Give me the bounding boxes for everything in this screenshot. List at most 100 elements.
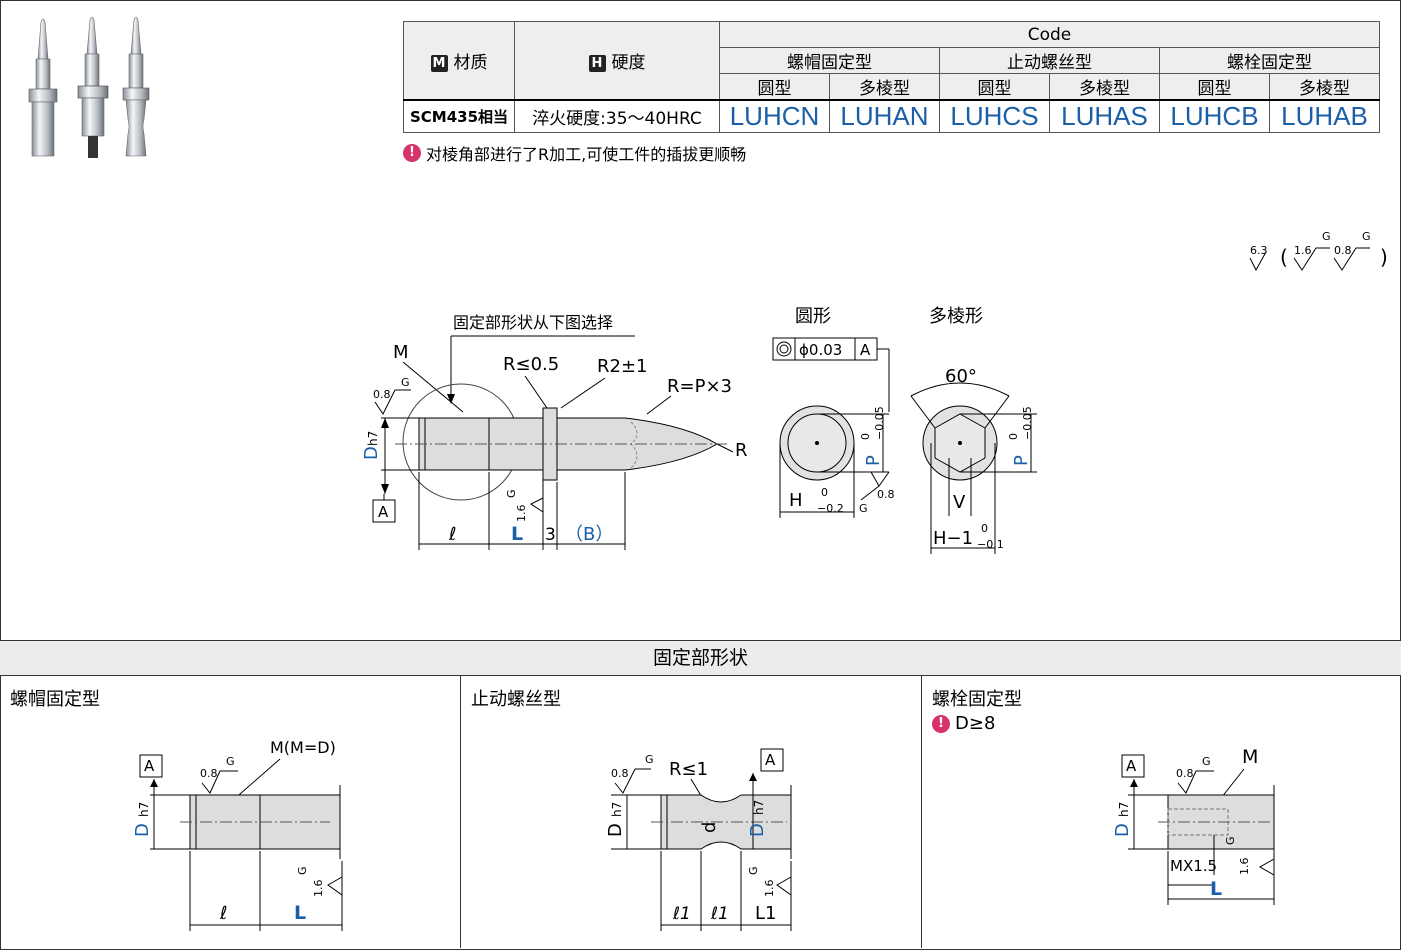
- code-link[interactable]: LUHCS: [939, 99, 1050, 133]
- svg-text:多棱形: 多棱形: [929, 306, 983, 327]
- svg-text:A: A: [860, 341, 871, 359]
- svg-text:0.8: 0.8: [611, 767, 629, 780]
- svg-text:0: 0: [859, 433, 872, 440]
- svg-text:V: V: [953, 492, 966, 513]
- warning-icon: !: [403, 144, 421, 162]
- hardness-value: 淬火硬度:35～40HRC: [514, 99, 720, 133]
- subtype-cell: 多棱型: [1269, 73, 1380, 101]
- code-link[interactable]: LUHAN: [829, 99, 940, 133]
- svg-text:0: 0: [1007, 433, 1020, 440]
- svg-text:H−1: H−1: [933, 528, 973, 549]
- svg-text:h7: h7: [610, 802, 624, 817]
- material-badge: M: [430, 54, 448, 72]
- svg-text:ϕ0.03: ϕ0.03: [799, 341, 842, 359]
- svg-text:A: A: [1126, 757, 1137, 775]
- bolt-type-drawing: A M 0.8 G D h7 MX1.5 L G 1.6: [1112, 746, 1275, 905]
- svg-text:D: D: [1112, 823, 1133, 837]
- svg-text:G: G: [296, 866, 309, 875]
- svg-text:0.8: 0.8: [200, 767, 218, 780]
- svg-text:1.6: 1.6: [515, 505, 528, 523]
- svg-text:(: (: [1280, 245, 1288, 269]
- pin-photo-3: [122, 16, 150, 157]
- warning-icon: !: [932, 714, 950, 733]
- svg-text:G: G: [1362, 230, 1371, 243]
- svg-text:L: L: [511, 523, 523, 545]
- svg-text:−0.2: −0.2: [817, 502, 844, 515]
- subtype-cell: 圆型: [719, 73, 830, 101]
- svg-text:0.8: 0.8: [1334, 244, 1352, 257]
- svg-text:G: G: [1202, 755, 1211, 768]
- subtype-cell: 圆型: [1159, 73, 1270, 101]
- panel-nut-type: 螺帽固定型 A M(M=D) 0.8 G D h7 ℓ L G 1.6: [0, 675, 461, 948]
- svg-text:h7: h7: [752, 800, 766, 815]
- svg-text:P: P: [863, 455, 884, 466]
- svg-text:1.6: 1.6: [1238, 858, 1251, 876]
- bolt-note: ! D≥8: [932, 713, 995, 734]
- code-link[interactable]: LUHCB: [1159, 99, 1270, 133]
- svg-text:1.6: 1.6: [763, 880, 776, 898]
- note: ! 对棱角部进行了R加工,可使工件的插拔更顺畅: [403, 141, 746, 165]
- main-pin-drawing: 固定部形状从下图选择 M R≤0.5 R2±1 R=P×3 R D h7 0.8…: [361, 313, 748, 550]
- svg-text:−0.05: −0.05: [873, 406, 886, 440]
- hex-section-view: 多棱形 60° P 0 −0.05 V H−1 0 −0.1: [910, 306, 1037, 554]
- svg-text:H: H: [789, 490, 803, 511]
- svg-text:R: R: [735, 440, 748, 461]
- svg-text:0.8: 0.8: [1176, 767, 1194, 780]
- svg-text:1.6: 1.6: [312, 880, 325, 898]
- svg-text:h7: h7: [1117, 802, 1131, 817]
- svg-text:G: G: [226, 755, 235, 768]
- svg-text:ℓ: ℓ: [448, 524, 456, 545]
- svg-text:1.6: 1.6: [1294, 244, 1312, 257]
- code-link[interactable]: LUHCN: [719, 99, 830, 133]
- svg-text:0.8: 0.8: [373, 388, 391, 401]
- group-bolt: 螺栓固定型: [1159, 47, 1380, 74]
- svg-text:D: D: [605, 823, 626, 837]
- svg-text:ℓ: ℓ: [219, 903, 227, 924]
- nut-type-drawing: A M(M=D) 0.8 G D h7 ℓ L G 1.6: [132, 738, 343, 931]
- svg-text:圆形: 圆形: [795, 306, 831, 327]
- svg-text:D: D: [132, 823, 153, 837]
- svg-text:G: G: [505, 489, 518, 498]
- pin-photo-1: [28, 18, 58, 157]
- svg-text:A: A: [144, 757, 155, 775]
- svg-text:d: d: [699, 822, 720, 833]
- svg-text:G: G: [747, 866, 760, 875]
- round-section-view: 圆形 ϕ0.03 A P 0 −0.05 H 0 −0.2 0.8 G: [772, 306, 895, 518]
- panel-title: 螺帽固定型: [10, 689, 100, 710]
- roughness-legend: 6.3 ( 1.6 G 0.8 G ): [1249, 230, 1388, 272]
- svg-text:（B）: （B）: [565, 524, 613, 545]
- svg-text:R=P×3: R=P×3: [667, 376, 732, 397]
- svg-text:M: M: [1242, 746, 1258, 768]
- subtype-cell: 多棱型: [1049, 73, 1160, 101]
- svg-text:G: G: [1322, 230, 1331, 243]
- product-photos: [28, 16, 150, 158]
- svg-text:L: L: [294, 902, 306, 924]
- svg-text:h7: h7: [366, 431, 380, 446]
- group-setscrew: 止动螺丝型: [939, 47, 1160, 74]
- svg-text:A: A: [378, 503, 389, 521]
- panel-title: 止动螺丝型: [471, 689, 561, 710]
- svg-text:G: G: [645, 753, 654, 766]
- svg-text:0: 0: [821, 486, 828, 499]
- hardness-badge: H: [588, 54, 606, 72]
- svg-text:): ): [1380, 245, 1388, 269]
- svg-text:ℓ1: ℓ1: [672, 904, 691, 924]
- svg-text:D: D: [747, 823, 768, 837]
- section-title: 固定部形状: [0, 640, 1401, 676]
- svg-text:R≤0.5: R≤0.5: [503, 354, 559, 375]
- panel-bolt-type: 螺栓固定型 ! D≥8 A M 0.8 G D h7 MX1.5 L G 1.6: [922, 675, 1400, 948]
- svg-text:0: 0: [981, 522, 988, 535]
- svg-text:D: D: [361, 446, 382, 460]
- material-value: SCM435相当: [403, 99, 515, 133]
- svg-text:R2±1: R2±1: [597, 356, 648, 377]
- svg-text:A: A: [765, 751, 776, 769]
- code-link[interactable]: LUHAB: [1269, 99, 1380, 133]
- svg-text:G: G: [401, 376, 410, 389]
- code-link[interactable]: LUHAS: [1049, 99, 1160, 133]
- svg-text:P: P: [1011, 455, 1032, 466]
- svg-text:3: 3: [545, 525, 556, 545]
- svg-text:−0.05: −0.05: [1021, 406, 1034, 440]
